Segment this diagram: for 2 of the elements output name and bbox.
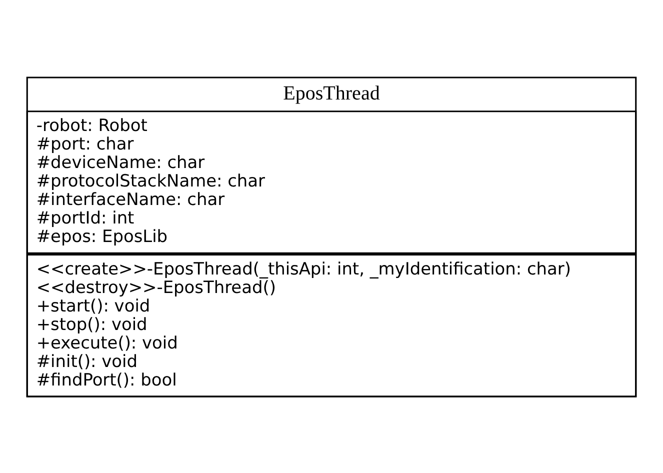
node-box: -robot: Robot #port: char #deviceName: char #protocolStackName: char #interfaceName: char #portId: int #epos: EposLib: [26, 110, 637, 254]
node-box: <<create>>-EposThread(_thisApi: int, _myIdentification: char) <<destroy>>-EposThread() +start(): void +stop(): void +execute(): void #init(): void #findPort(): bool: [26, 253, 637, 397]
